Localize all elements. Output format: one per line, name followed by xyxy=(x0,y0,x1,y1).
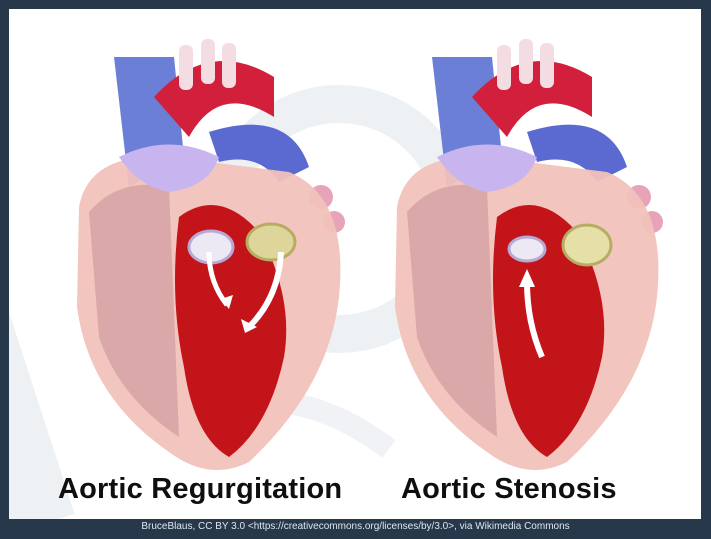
illustration-panel: Aortic Regurgitation Aortic Stenosis xyxy=(9,9,701,519)
heart-regurgitation-illustration xyxy=(59,37,389,477)
heart-stenosis-illustration xyxy=(377,37,701,477)
regurgitation-caption: Aortic Regurgitation xyxy=(58,473,342,506)
attribution-credit: BruceBlaus, CC BY 3.0 <https://creativec… xyxy=(0,521,711,532)
stenosis-caption: Aortic Stenosis xyxy=(401,473,617,506)
